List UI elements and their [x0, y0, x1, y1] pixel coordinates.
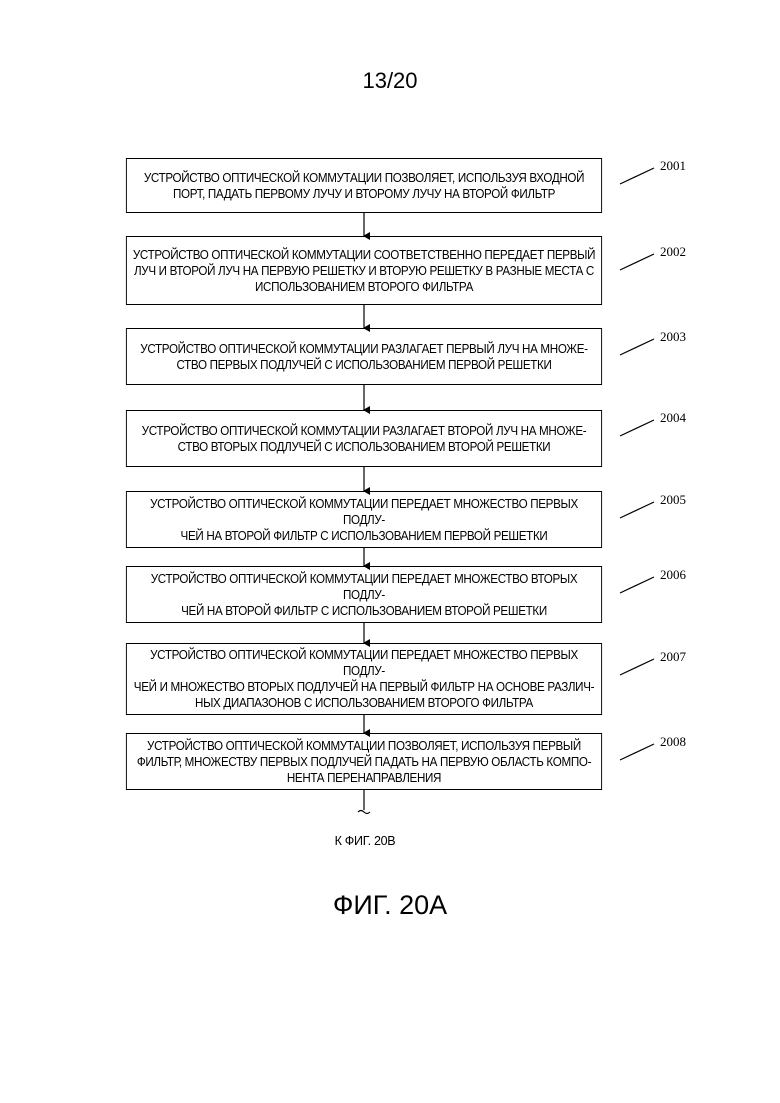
- step-box-2002: УСТРОЙСТВО ОПТИЧЕСКОЙ КОММУТАЦИИ СООТВЕТ…: [126, 236, 602, 305]
- leader-2004: [620, 420, 654, 436]
- leader-2006: [620, 577, 654, 593]
- step-box-2004: УСТРОЙСТВО ОПТИЧЕСКОЙ КОММУТАЦИИ РАЗЛАГА…: [126, 410, 602, 467]
- step-ref-2002: 2002: [660, 244, 686, 260]
- leader-2005: [620, 502, 654, 518]
- step-box-2003: УСТРОЙСТВО ОПТИЧЕСКОЙ КОММУТАЦИИ РАЗЛАГА…: [126, 328, 602, 385]
- leader-2001: [620, 168, 654, 184]
- step-ref-2004: 2004: [660, 410, 686, 426]
- step-box-2005: УСТРОЙСТВО ОПТИЧЕСКОЙ КОММУТАЦИИ ПЕРЕДАЕ…: [126, 491, 602, 548]
- step-ref-2003: 2003: [660, 329, 686, 345]
- step-box-2007: УСТРОЙСТВО ОПТИЧЕСКОЙ КОММУТАЦИИ ПЕРЕДАЕ…: [126, 643, 602, 715]
- step-ref-2005: 2005: [660, 492, 686, 508]
- step-ref-2006: 2006: [660, 567, 686, 583]
- continuation-tilde: [358, 811, 370, 814]
- continuation-label: К ФИГ. 20В: [0, 834, 730, 848]
- step-box-2008: УСТРОЙСТВО ОПТИЧЕСКОЙ КОММУТАЦИИ ПОЗВОЛЯ…: [126, 733, 602, 790]
- step-box-2001: УСТРОЙСТВО ОПТИЧЕСКОЙ КОММУТАЦИИ ПОЗВОЛЯ…: [126, 158, 602, 213]
- figure-title: ФИГ. 20А: [0, 890, 780, 921]
- leader-2008: [620, 744, 654, 760]
- step-ref-2008: 2008: [660, 734, 686, 750]
- step-ref-2007: 2007: [660, 649, 686, 665]
- leader-2002: [620, 254, 654, 270]
- step-ref-2001: 2001: [660, 158, 686, 174]
- step-box-2006: УСТРОЙСТВО ОПТИЧЕСКОЙ КОММУТАЦИИ ПЕРЕДАЕ…: [126, 566, 602, 623]
- leader-2007: [620, 659, 654, 675]
- leader-2003: [620, 339, 654, 355]
